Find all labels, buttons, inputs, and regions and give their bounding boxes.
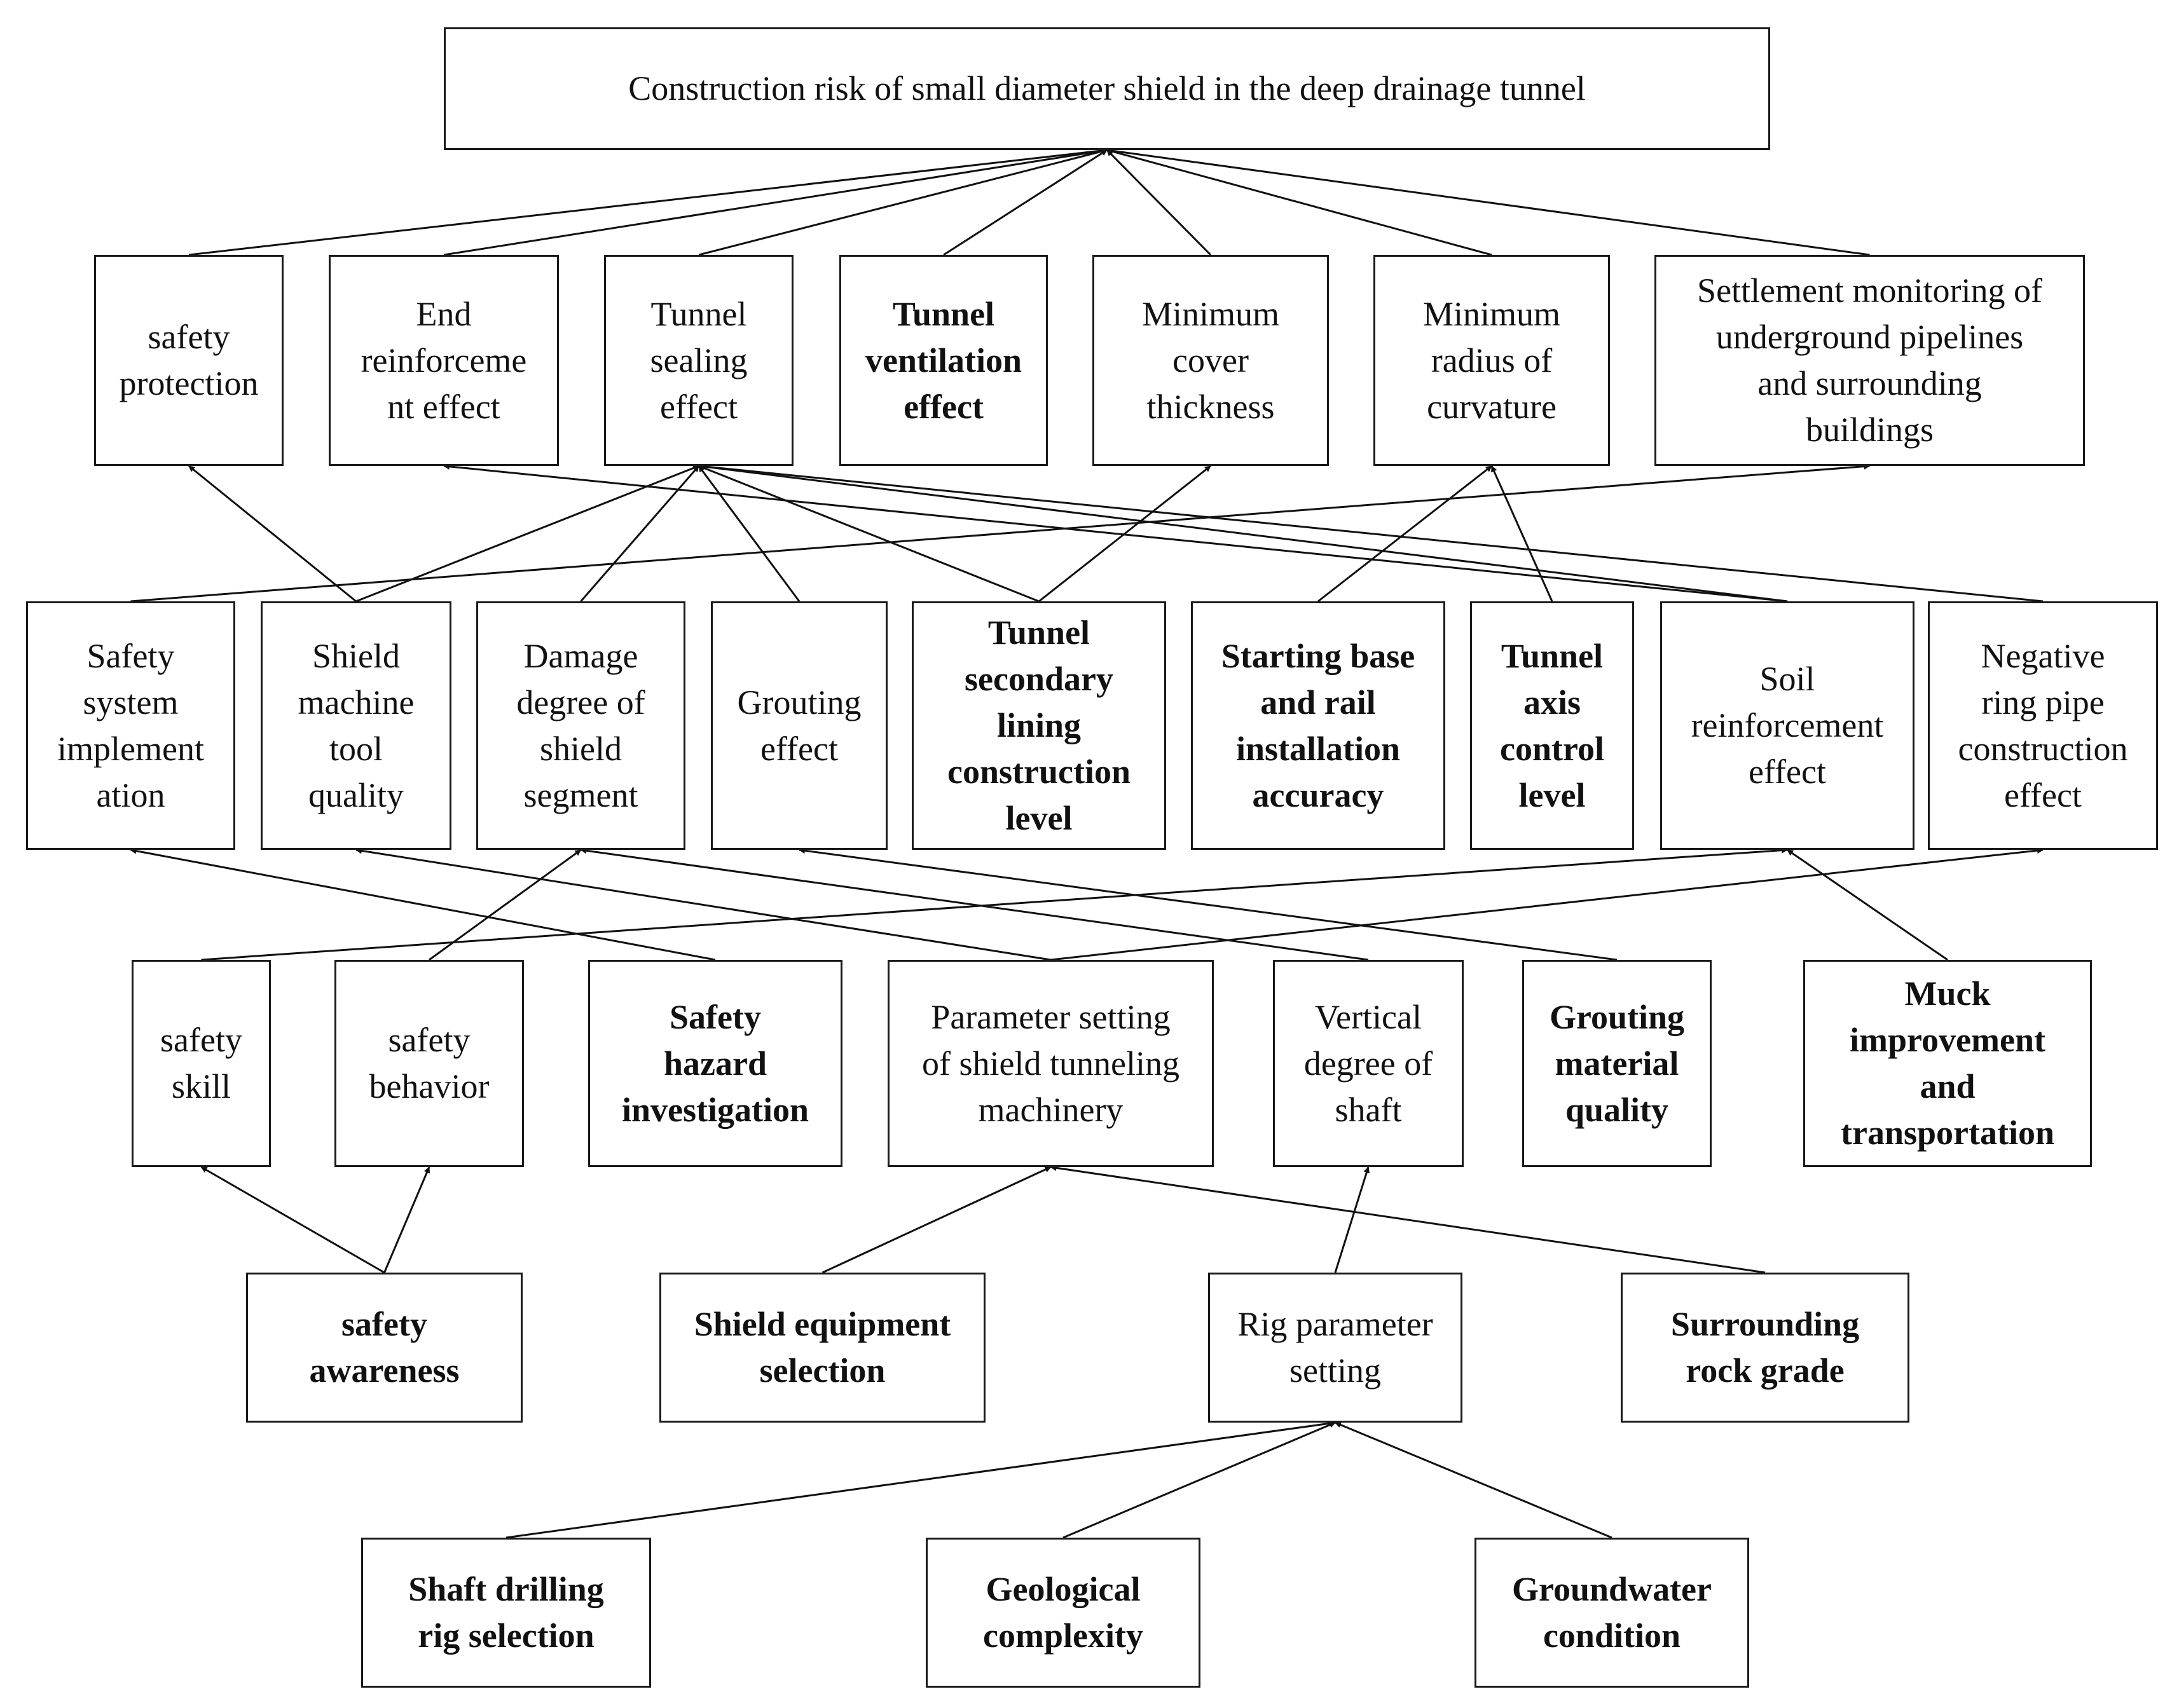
secondary-lining-label: Tunnel secondary lining construction lev… — [947, 613, 1131, 837]
arrow-settlement_monitoring-to-root — [1106, 147, 1870, 256]
muck-improvement-label: Muck improvement and transportation — [1841, 974, 2054, 1152]
min-cover-label: Minimum cover thickness — [1141, 294, 1280, 426]
safety-system-node: Safety system implement ation — [26, 601, 235, 850]
arrow-grouting_material-to-grouting_effect — [799, 847, 1618, 961]
arrow-vertical_degree-to-damage_segment — [580, 847, 1369, 961]
safety-system-label: Safety system implement ation — [57, 636, 204, 814]
safety-skill-label: safety skill — [160, 1021, 242, 1105]
starting-base-node: Starting base and rail installation accu… — [1191, 601, 1445, 850]
arrow-shaft_drilling_rig-to-rig_parameter — [505, 1420, 1336, 1539]
damage-segment-node: Damage degree of shield segment — [476, 601, 685, 850]
arrow-tunnel_sealing-to-root — [698, 148, 1108, 256]
arrow-end_reinforcement-to-root — [443, 147, 1108, 256]
arrow-soil_reinforcement-to-tunnel_sealing — [698, 463, 1788, 603]
arrow-hazard_investigation-to-safety_system — [130, 847, 716, 961]
arrow-min_radius-to-root — [1106, 148, 1492, 256]
arrow-axis_control-to-min_radius — [1490, 465, 1553, 602]
hazard-investigation-label: Safety hazard investigation — [621, 997, 809, 1129]
arrow-muck_improvement-to-soil_reinforcement — [1787, 849, 1948, 961]
arrow-negative_ring-to-tunnel_sealing — [698, 463, 2044, 603]
groundwater-label: Groundwater condition — [1511, 1570, 1712, 1655]
arrow-surrounding_rock-to-parameter_setting — [1050, 1165, 1766, 1274]
arrow-grouting_effect-to-tunnel_sealing — [698, 465, 801, 602]
arrow-damage_segment-to-tunnel_sealing — [580, 465, 700, 602]
arrow-safety_awareness-to-safety_skill — [200, 1166, 385, 1274]
root-risk-label: Construction risk of small diameter shie… — [628, 69, 1586, 107]
groundwater-node: Groundwater condition — [1474, 1538, 1749, 1688]
shield-tool-node: Shield machine tool quality — [261, 601, 451, 850]
arrow-safety_skill-to-soil_reinforcement — [201, 847, 1788, 961]
shield-equipment-label: Shield equipment selection — [694, 1305, 951, 1390]
damage-segment-label: Damage degree of shield segment — [516, 636, 645, 814]
arrow-shield_tool-to-safety_protection — [188, 465, 357, 603]
arrow-min_cover-to-root — [1106, 149, 1212, 256]
grouting-material-node: Grouting material quality — [1522, 960, 1712, 1167]
geological-complexity-label: Geological complexity — [983, 1570, 1143, 1655]
starting-base-label: Starting base and rail installation accu… — [1221, 636, 1415, 814]
arrow-soil_reinforcement-to-end_reinforcement — [443, 463, 1788, 603]
rig-parameter-node: Rig parameter setting — [1208, 1273, 1462, 1423]
grouting-material-label: Grouting material quality — [1549, 997, 1685, 1129]
safety-skill-node: safety skill — [132, 960, 271, 1167]
arrow-starting_base-to-min_radius — [1317, 465, 1492, 603]
safety-protection-label: safety protection — [119, 318, 259, 402]
arrow-shield_equipment-to-parameter_setting — [821, 1166, 1052, 1274]
tunnel-ventilation-node: Tunnel ventilation effect — [839, 255, 1048, 466]
safety-behavior-label: safety behavior — [369, 1021, 490, 1105]
root-risk-node: Construction risk of small diameter shie… — [444, 27, 1770, 150]
safety-behavior-node: safety behavior — [334, 960, 524, 1167]
vertical-degree-node: Vertical degree of shaft — [1273, 960, 1464, 1167]
secondary-lining-node: Tunnel secondary lining construction lev… — [912, 601, 1166, 850]
end-reinforcement-node: End reinforceme nt effect — [329, 255, 559, 466]
surrounding-rock-node: Surrounding rock grade — [1621, 1273, 1909, 1423]
arrow-safety_system-to-settlement_monitoring — [130, 463, 1871, 603]
min-radius-node: Minimum radius of curvature — [1373, 255, 1610, 466]
arrow-geological_complexity-to-rig_parameter — [1062, 1421, 1336, 1539]
arrow-safety_awareness-to-safety_behavior — [383, 1166, 430, 1273]
arrow-secondary_lining-to-min_cover — [1038, 465, 1211, 603]
axis-control-label: Tunnel axis control level — [1500, 636, 1604, 814]
grouting-effect-label: Grouting effect — [737, 683, 862, 768]
soil-reinforcement-label: Soil reinforcement effect — [1691, 660, 1884, 791]
arrow-tunnel_ventilation-to-root — [943, 149, 1108, 256]
grouting-effect-node: Grouting effect — [711, 601, 888, 850]
arrow-safety_protection-to-root — [188, 147, 1108, 256]
arrow-groundwater-to-rig_parameter — [1335, 1421, 1612, 1539]
arrow-parameter_setting-to-shield_tool — [355, 847, 1051, 961]
min-radius-label: Minimum radius of curvature — [1422, 294, 1561, 426]
shield-equipment-node: Shield equipment selection — [659, 1273, 986, 1423]
muck-improvement-node: Muck improvement and transportation — [1803, 960, 2092, 1167]
safety-awareness-label: safety awareness — [309, 1305, 460, 1390]
parameter-setting-node: Parameter setting of shield tunneling ma… — [888, 960, 1214, 1167]
rig-parameter-label: Rig parameter setting — [1237, 1305, 1433, 1390]
hazard-investigation-node: Safety hazard investigation — [588, 960, 842, 1167]
shaft-drilling-rig-node: Shaft drilling rig selection — [361, 1538, 651, 1688]
parameter-setting-label: Parameter setting of shield tunneling ma… — [922, 997, 1179, 1129]
axis-control-node: Tunnel axis control level — [1470, 601, 1634, 850]
min-cover-node: Minimum cover thickness — [1092, 255, 1329, 466]
arrow-secondary_lining-to-tunnel_sealing — [698, 465, 1040, 603]
shield-tool-label: Shield machine tool quality — [298, 636, 415, 814]
soil-reinforcement-node: Soil reinforcement effect — [1660, 601, 1914, 850]
settlement-monitoring-label: Settlement monitoring of underground pip… — [1697, 271, 2042, 449]
arrow-parameter_setting-to-negative_ring — [1050, 847, 2044, 961]
end-reinforcement-label: End reinforceme nt effect — [361, 294, 527, 426]
surrounding-rock-label: Surrounding rock grade — [1670, 1305, 1860, 1390]
geological-complexity-node: Geological complexity — [926, 1538, 1200, 1688]
shaft-drilling-rig-label: Shaft drilling rig selection — [408, 1570, 604, 1655]
tunnel-ventilation-label: Tunnel ventilation effect — [865, 294, 1022, 426]
tunnel-sealing-label: Tunnel sealing effect — [650, 294, 748, 426]
negative-ring-node: Negative ring pipe construction effect — [1928, 601, 2158, 850]
vertical-degree-label: Vertical degree of shaft — [1303, 997, 1433, 1129]
safety-protection-node: safety protection — [94, 255, 284, 466]
safety-awareness-node: safety awareness — [246, 1273, 523, 1423]
settlement-monitoring-node: Settlement monitoring of underground pip… — [1654, 255, 2085, 466]
tunnel-sealing-node: Tunnel sealing effect — [604, 255, 794, 466]
negative-ring-label: Negative ring pipe construction effect — [1958, 636, 2128, 814]
arrow-rig_parameter-to-vertical_degree — [1334, 1166, 1370, 1273]
